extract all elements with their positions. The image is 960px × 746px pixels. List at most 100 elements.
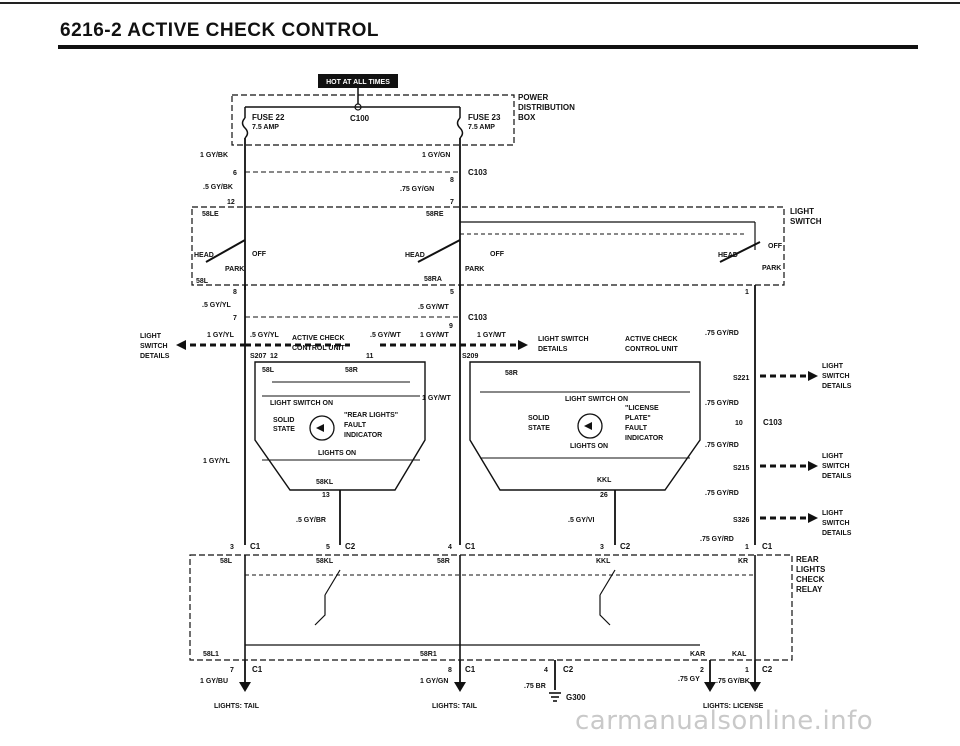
relay-label-2: LIGHTS (796, 565, 826, 574)
relay-label-1: REAR (796, 555, 819, 564)
arrow-right-1 (518, 340, 528, 350)
fuse23-amp: 7.5 AMP (468, 124, 495, 131)
right-ref-a1: LIGHT (822, 363, 844, 370)
right-ref-b3: DETAILS (822, 473, 852, 480)
wire-75gyrd-4: .75 GY/RD (705, 490, 739, 497)
wire-1gyyl-mid: 1 GY/YL (203, 458, 231, 465)
acu-label-1: ACTIVE CHECK (292, 335, 345, 342)
arrow-license-2 (749, 682, 761, 692)
pdb-line2: DISTRIBUTION (518, 103, 575, 112)
rear-lights-line2: FAULT (344, 422, 367, 429)
right-ref-b1: LIGHT (822, 453, 844, 460)
lights-license: LIGHTS: LICENSE (703, 703, 764, 710)
pin-4: 4 (448, 544, 452, 551)
light-switch-label-1: LIGHT (790, 207, 814, 216)
top-rule (0, 2, 960, 4)
wire-75gybk: .75 GY/BK (716, 678, 750, 685)
acu-left-outline (254, 361, 426, 491)
pin-5: 5 (450, 289, 454, 296)
acu-left-solid: SOLID (273, 417, 294, 424)
c2-a: C2 (345, 542, 356, 551)
ground-g300: G300 (566, 693, 586, 702)
acu2-label-2: CONTROL UNIT (625, 346, 678, 353)
fuse22-amp: 7.5 AMP (252, 124, 279, 131)
light-switch-box (191, 206, 785, 286)
left-ref-3: DETAILS (140, 353, 170, 360)
wire-5gyyl2: .5 GY/YL (250, 332, 280, 339)
acu-right-lights-on: LIGHTS ON (570, 443, 608, 450)
license-line1: "LICENSE (625, 405, 659, 412)
off-label-1: OFF (252, 251, 267, 258)
terminal-58r-acu: 58R (345, 367, 358, 374)
watermark: carmanualsonline.info (575, 706, 874, 736)
pin-13: 13 (322, 492, 330, 499)
wire-5gywt2: .5 GY/WT (370, 332, 401, 339)
page-title: 6216-2 ACTIVE CHECK CONTROL (60, 20, 379, 41)
splice-s215: S215 (733, 465, 749, 472)
park-label-3: PARK (762, 265, 781, 272)
c1-d: C1 (252, 665, 263, 674)
acu-right-outline (469, 361, 701, 491)
lights-tail-2: LIGHTS: TAIL (432, 703, 478, 710)
pin-11: 11 (366, 353, 374, 360)
arrow-tail-2 (454, 682, 466, 692)
splice-s326: S326 (733, 517, 749, 524)
wire-75gyrd-1: .75 GY/RD (705, 330, 739, 337)
fuse23-label: FUSE 23 (468, 113, 501, 122)
pin-8: 8 (233, 289, 237, 296)
fuse22-label: FUSE 22 (252, 113, 285, 122)
c1-e: C1 (465, 665, 476, 674)
terminal-58kl-relay: 58KL (316, 558, 334, 565)
license-line4: INDICATOR (625, 435, 663, 442)
right-ref-c2: SWITCH (822, 520, 850, 527)
wire-5gyvi: .5 GY/VI (568, 517, 595, 524)
wire-1gygn2: 1 GY/GN (420, 678, 448, 685)
splice-s207: S207 (250, 353, 266, 360)
off-label-2: OFF (490, 251, 505, 258)
right-ref-a2: SWITCH (822, 373, 850, 380)
terminal-kar: KAR (690, 651, 705, 658)
pin-6: 6 (233, 170, 237, 177)
terminal-58kl: 58KL (316, 479, 334, 486)
connector-c103c: C103 (763, 418, 783, 427)
wire-1gywt: 1 GY/WT (420, 332, 450, 339)
wire-1gywt2: 1 GY/WT (477, 332, 507, 339)
acu-left-led (309, 415, 335, 441)
c100-label: C100 (350, 114, 370, 123)
arrow-license-1 (704, 682, 716, 692)
arrow-tail-1 (239, 682, 251, 692)
arrow-left (176, 340, 186, 350)
connector-c103: C103 (468, 168, 488, 177)
hot-banner-box (318, 74, 398, 88)
pin-10: 10 (735, 420, 743, 427)
wire-1gybk: 1 GY/BK (200, 152, 228, 159)
c2-d: C2 (762, 665, 773, 674)
pin-1b: 1 (745, 544, 749, 551)
wire-5gybk: .5 GY/BK (203, 184, 233, 191)
splice-s209: S209 (462, 353, 478, 360)
pdb-line3: BOX (518, 113, 536, 122)
terminal-kkl: KKL (597, 477, 612, 484)
power-distribution-box (231, 94, 515, 146)
c1-b: C1 (465, 542, 476, 551)
wire-75gy: .75 GY (678, 676, 700, 683)
acu-right-state: STATE (528, 425, 550, 432)
relay-label-3: CHECK (796, 575, 825, 584)
acu-left-switch-on: LIGHT SWITCH ON (270, 400, 333, 407)
pin-1: 1 (745, 289, 749, 296)
license-line3: FAULT (625, 425, 648, 432)
head-label-1: HEAD (194, 252, 214, 259)
park-label-2: PARK (465, 266, 484, 273)
head-label-3: HEAD (718, 252, 738, 259)
right-ref-a3: DETAILS (822, 383, 852, 390)
ls-details-1: LIGHT SWITCH (538, 336, 589, 343)
splice-s221: S221 (733, 375, 749, 382)
ls-details-2: DETAILS (538, 346, 568, 353)
acu-right-switch-on: LIGHT SWITCH ON (565, 396, 628, 403)
terminal-58l: 58L (196, 278, 209, 285)
terminal-58r-right: 58R (505, 370, 518, 377)
pin-7b: 7 (233, 315, 237, 322)
terminal-58ra: 58RA (424, 276, 442, 283)
terminal-58l-acu: 58L (262, 367, 275, 374)
